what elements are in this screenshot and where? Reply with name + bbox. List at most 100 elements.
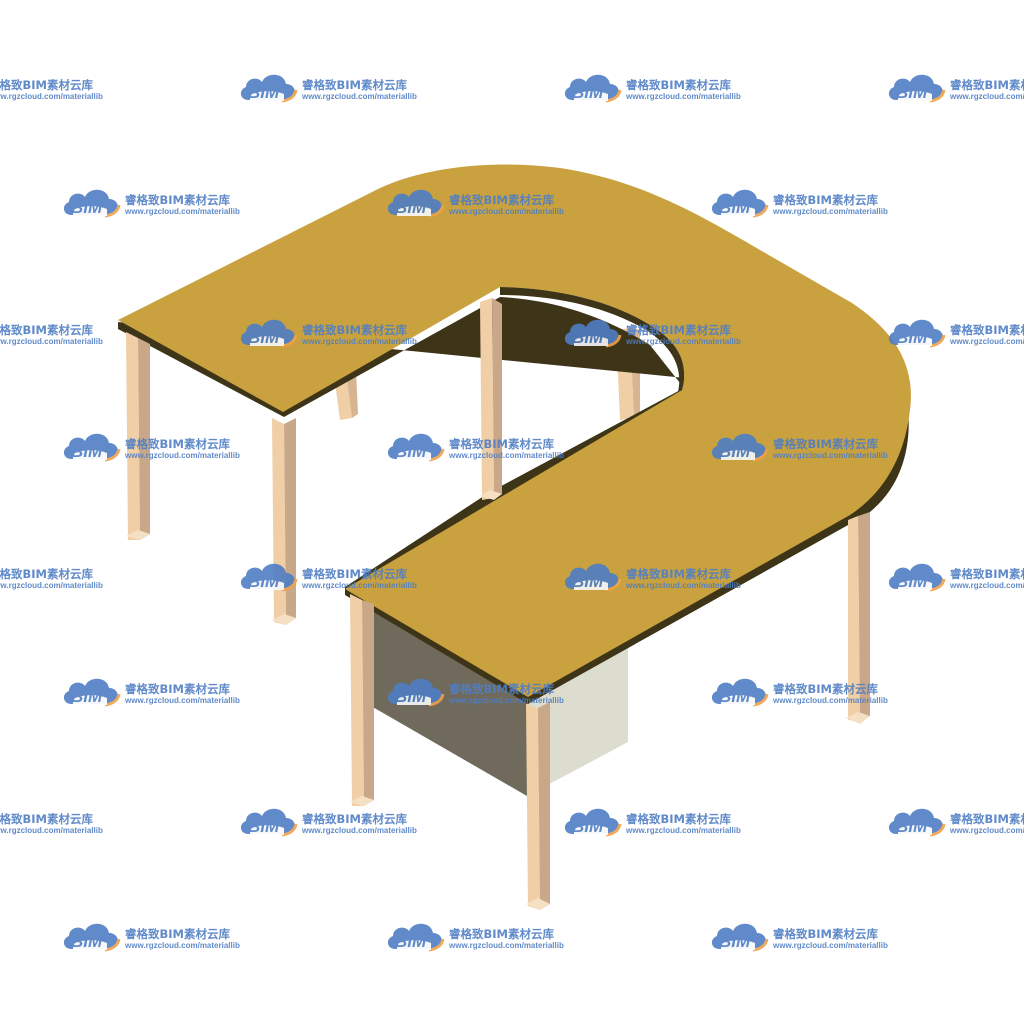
watermark-url: www.rgzcloud.com/materiallib <box>125 696 240 705</box>
watermark-brand-name: 睿格致BIM素材云库 <box>125 927 230 941</box>
watermark-logo-text: BIM <box>248 83 280 102</box>
watermark-logo-text: BIM <box>71 442 103 461</box>
watermark-logo-text: BIM <box>395 687 427 706</box>
watermark-logo-text: BIM <box>719 198 751 217</box>
watermark: BIM 睿格致BIM素材云库 www.rgzcloud.com/material… <box>562 804 752 844</box>
watermark-url: www.rgzcloud.com/materiallib <box>773 207 888 216</box>
watermark-brand-name: 睿格致BIM素材云库 <box>773 193 878 207</box>
watermark-url: www.rgzcloud.com/materiallib <box>125 207 240 216</box>
watermark: BIM 睿格致BIM素材云库 www.rgzcloud.com/material… <box>709 185 899 225</box>
table-leg <box>350 594 364 806</box>
table-leg <box>538 702 550 910</box>
watermark-brand-name: 睿格致BIM素材云库 <box>302 567 407 581</box>
watermark-brand-name: 睿格致BIM素材云库 <box>0 323 93 337</box>
watermark-logo-text: BIM <box>719 932 751 951</box>
watermark: BIM 睿格致BIM素材云库 www.rgzcloud.com/material… <box>709 674 899 714</box>
watermark-logo-text: BIM <box>719 687 751 706</box>
watermark: BIM 睿格致BIM素材云库 www.rgzcloud.com/material… <box>61 674 251 714</box>
watermark-url: www.rgzcloud.com/materiallib <box>773 451 888 460</box>
cloud-logo-icon <box>240 808 298 837</box>
watermark: BIM 睿格致BIM素材云库 www.rgzcloud.com/material… <box>886 804 1024 844</box>
watermark-logo-text: BIM <box>896 83 928 102</box>
panel-dark <box>364 606 527 796</box>
cloud-logo-icon <box>387 923 445 952</box>
cloud-logo-icon <box>63 433 121 462</box>
cloud-logo-icon <box>888 74 946 103</box>
cloud-logo-icon <box>711 189 769 218</box>
watermark-brand-name: 睿格致BIM素材云库 <box>449 682 554 696</box>
watermark-url: www.rgzcloud.com/materiallib <box>125 451 240 460</box>
watermark: BIM 睿格致BIM素材云库 www.rgzcloud.com/material… <box>238 70 428 110</box>
watermark-brand-name: 睿格致BIM素材云库 <box>449 927 554 941</box>
watermark-logo-text: BIM <box>572 817 604 836</box>
table-leg-foot <box>350 796 374 806</box>
watermark-logo-text: BIM <box>395 932 427 951</box>
table-leg <box>492 298 502 498</box>
cloud-logo-icon <box>387 189 445 218</box>
watermark-logo-text: BIM <box>71 687 103 706</box>
watermark-url: www.rgzcloud.com/materiallib <box>449 696 564 705</box>
watermark-brand-name: 睿格致BIM素材云库 <box>950 812 1024 826</box>
watermark-url: www.rgzcloud.com/materiallib <box>0 581 103 590</box>
watermark-url: www.rgzcloud.com/materiallib <box>773 941 888 950</box>
watermark-url: www.rgzcloud.com/materiallib <box>449 941 564 950</box>
watermark-url: www.rgzcloud.com/materiallib <box>125 941 240 950</box>
watermark-logo-text: BIM <box>896 572 928 591</box>
watermark-brand-name: 睿格致BIM素材云库 <box>0 567 93 581</box>
watermark-brand-name: 睿格致BIM素材云库 <box>950 567 1024 581</box>
cloud-logo-icon <box>240 319 298 348</box>
watermark-url: www.rgzcloud.com/materiallib <box>626 581 741 590</box>
panel-light <box>527 640 628 796</box>
watermark-brand-name: 睿格致BIM素材云库 <box>302 78 407 92</box>
watermark-logo-text: BIM <box>572 572 604 591</box>
cloud-logo-icon <box>63 923 121 952</box>
cloud-logo-icon <box>888 563 946 592</box>
watermark-logo-text: BIM <box>896 328 928 347</box>
watermark-logo-text: BIM <box>719 442 751 461</box>
watermark-url: www.rgzcloud.com/materiallib <box>302 826 417 835</box>
watermark-brand-name: 睿格致BIM素材云库 <box>449 193 554 207</box>
watermark-url: www.rgzcloud.com/materiallib <box>626 92 741 101</box>
cloud-logo-icon <box>63 189 121 218</box>
watermark: BIM 睿格致BIM素材云库 www.rgzcloud.com/material… <box>0 559 114 599</box>
table-leg <box>480 298 494 500</box>
watermark-logo-text: BIM <box>572 328 604 347</box>
watermark-url: www.rgzcloud.com/materiallib <box>449 207 564 216</box>
watermark-brand-name: 睿格致BIM素材云库 <box>302 323 407 337</box>
cloud-logo-icon <box>63 678 121 707</box>
watermark-brand-name: 睿格致BIM素材云库 <box>626 812 731 826</box>
watermark: BIM 睿格致BIM素材云库 www.rgzcloud.com/material… <box>385 919 575 959</box>
table-leg <box>858 512 870 722</box>
watermark: BIM 睿格致BIM素材云库 www.rgzcloud.com/material… <box>0 70 114 110</box>
watermark-brand-name: 睿格致BIM素材云库 <box>125 437 230 451</box>
watermark-logo-text: BIM <box>248 328 280 347</box>
table-leg <box>138 338 150 540</box>
cloud-logo-icon <box>564 808 622 837</box>
watermark-brand-name: 睿格致BIM素材云库 <box>626 323 731 337</box>
watermark-url: www.rgzcloud.com/materiallib <box>626 337 741 346</box>
watermark: BIM 睿格致BIM素材云库 www.rgzcloud.com/material… <box>0 315 114 355</box>
watermark: BIM 睿格致BIM素材云库 www.rgzcloud.com/material… <box>238 559 428 599</box>
watermark: BIM 睿格致BIM素材云库 www.rgzcloud.com/material… <box>238 804 428 844</box>
watermark-logo-text: BIM <box>395 442 427 461</box>
table-leg-foot <box>126 530 150 540</box>
watermark: BIM 睿格致BIM素材云库 www.rgzcloud.com/material… <box>385 185 575 225</box>
table-leg-foot <box>846 712 870 724</box>
cloud-logo-icon <box>711 433 769 462</box>
watermark: BIM 睿格致BIM素材云库 www.rgzcloud.com/material… <box>238 315 428 355</box>
watermark-brand-name: 睿格致BIM素材云库 <box>773 927 878 941</box>
watermark-brand-name: 睿格致BIM素材云库 <box>125 193 230 207</box>
table-leg-foot <box>272 614 296 625</box>
cloud-logo-icon <box>888 808 946 837</box>
watermark-url: www.rgzcloud.com/materiallib <box>950 581 1024 590</box>
watermark: BIM 睿格致BIM素材云库 www.rgzcloud.com/material… <box>709 429 899 469</box>
watermark: BIM 睿格致BIM素材云库 www.rgzcloud.com/material… <box>886 70 1024 110</box>
table-leg-foot <box>480 490 502 500</box>
table-leg <box>362 600 374 806</box>
table-leg <box>346 370 358 418</box>
watermark-logo-text: BIM <box>71 932 103 951</box>
cloud-logo-icon <box>564 563 622 592</box>
modesty-panel <box>364 606 628 796</box>
watermark-logo-text: BIM <box>395 198 427 217</box>
